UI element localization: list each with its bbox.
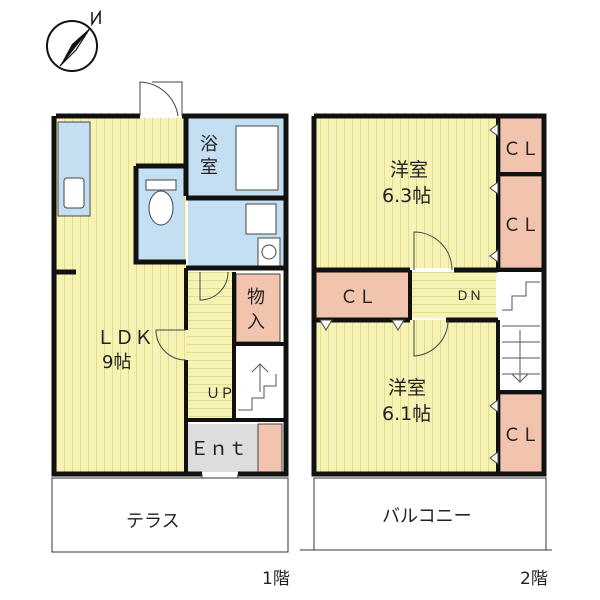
storage-label-2: 入 <box>247 312 265 333</box>
closet-b <box>499 393 543 473</box>
western-room-6-1 <box>316 320 496 472</box>
terrace <box>51 477 289 553</box>
ldk-size: 9帖 <box>102 352 131 373</box>
balcony-label: バルコニー <box>382 506 472 527</box>
closet-b-label: ＣＬ <box>503 425 539 446</box>
shoe-closet <box>257 423 283 473</box>
closet-a1-label: ＣＬ <box>503 139 539 160</box>
room-a-size: 6.3帖 <box>382 185 431 207</box>
room-b-name: 洋室 <box>388 377 426 399</box>
room-a-name: 洋室 <box>390 159 428 181</box>
balcony <box>313 477 547 551</box>
floor2-label: 2階 <box>520 569 548 589</box>
entrance <box>188 424 258 472</box>
stairs-floor1 <box>236 346 280 420</box>
ldk-label: ＬＤＫ <box>96 327 153 349</box>
closet-mid-label: ＣＬ <box>340 287 376 308</box>
western-room-6-3 <box>316 118 496 268</box>
stairs-down-label: ＤＮ <box>456 289 482 304</box>
closet-a2-label: ＣＬ <box>503 215 539 236</box>
entrance-label: Ｅｎｔ <box>190 438 247 460</box>
bath-label-2: 室 <box>200 157 218 178</box>
floor1-walls <box>51 113 289 477</box>
room-b-size: 6.1帖 <box>382 403 431 425</box>
closet-a1 <box>499 117 543 175</box>
bath-label-1: 浴 <box>200 134 218 155</box>
floor-2: 洋室 6.3帖 洋室 6.1帖 ＣＬ ＣＬ ＣＬ ＣＬ ＤＮ バルコニー 2階 <box>300 113 552 589</box>
bathtub-icon <box>235 125 279 191</box>
toilet-icon <box>148 190 174 226</box>
closet-door-icons <box>319 123 499 465</box>
toilet-tank <box>145 179 177 191</box>
floor-1: ＬＤＫ 9帖 浴 室 物 入 ＵＰ Ｅｎｔ テラス 1階 <box>51 81 290 589</box>
hallway <box>186 272 234 420</box>
stair-steps-floor2 <box>502 281 540 383</box>
terrace-label: テラス <box>126 511 180 532</box>
washbasin-icon <box>257 237 281 267</box>
landing-floor2 <box>412 272 496 318</box>
washing-machine-icon <box>245 203 277 235</box>
stair-steps <box>238 363 277 411</box>
stairs-up-label: ＵＰ <box>206 386 234 402</box>
sink-icon <box>63 177 85 209</box>
door-icons-floor2 <box>413 231 453 357</box>
storage-label-1: 物 <box>247 287 265 308</box>
floor2-walls <box>311 113 547 477</box>
north-arrow-icon <box>46 9 101 72</box>
floor1-label: 1階 <box>262 569 290 589</box>
